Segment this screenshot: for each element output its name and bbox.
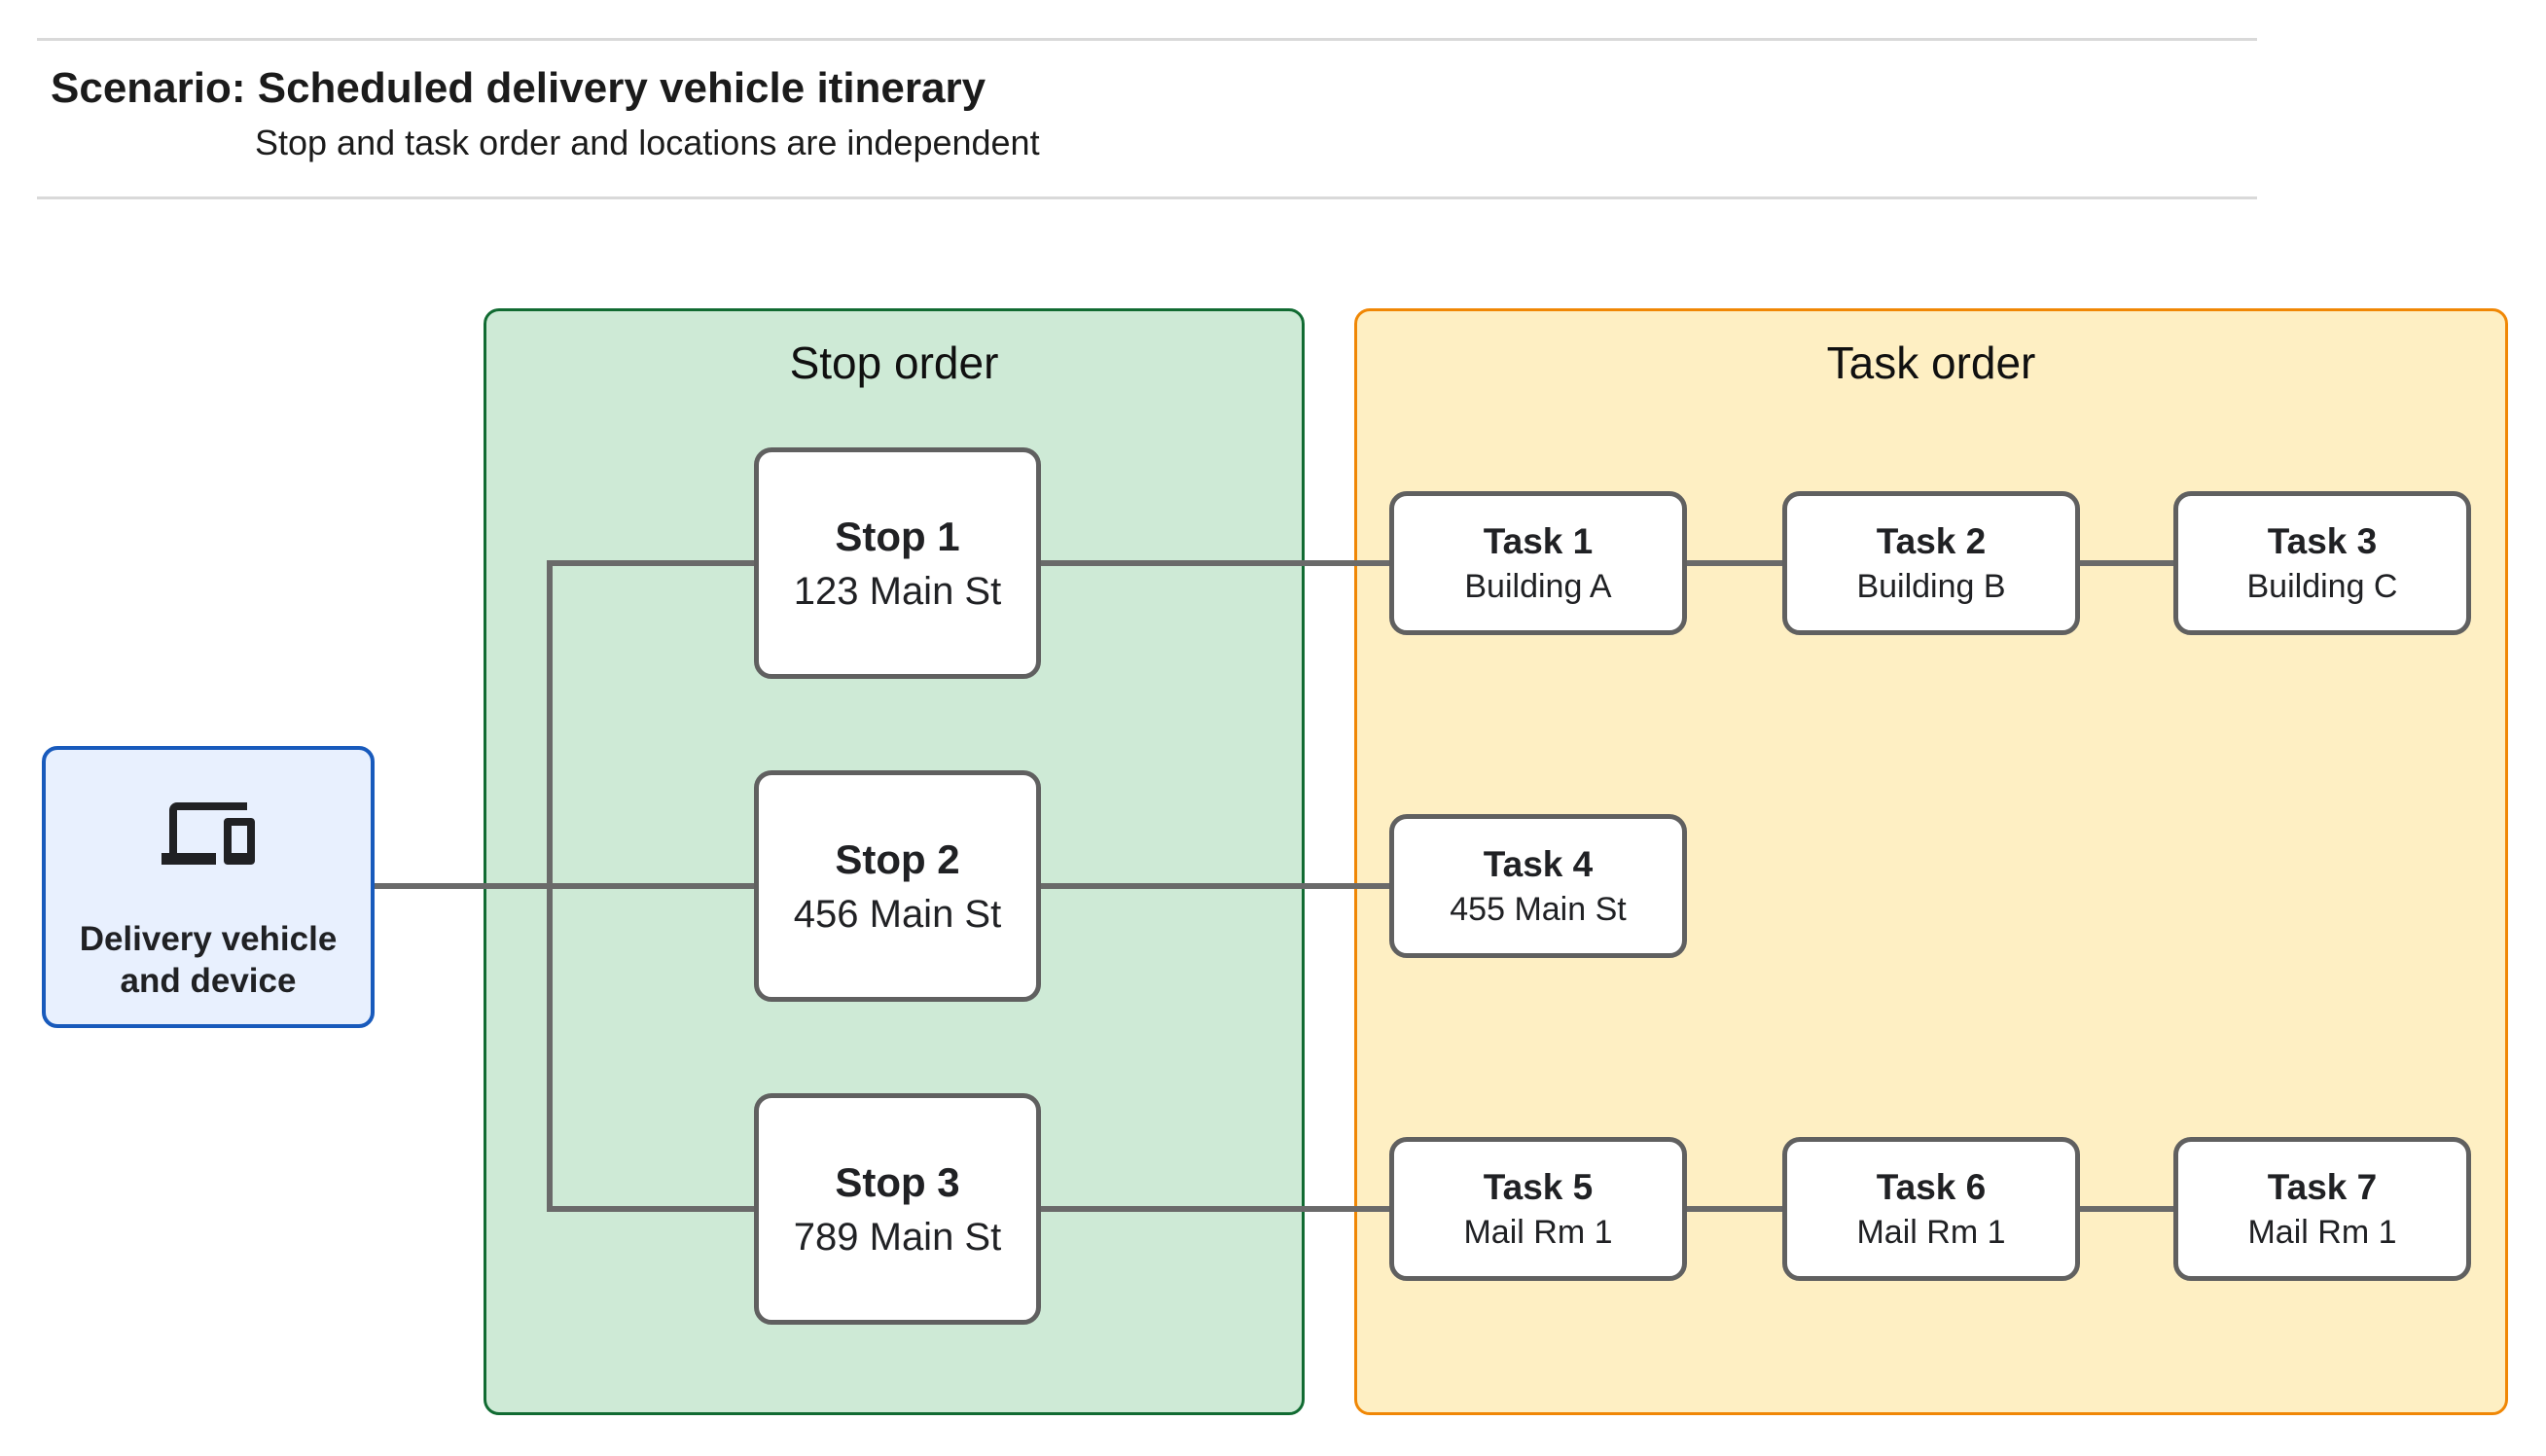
stop-2-location: 456 Main St: [793, 892, 1002, 936]
stop-3-name: Stop 3: [835, 1158, 960, 1205]
task-6-location: Mail Rm 1: [1856, 1213, 2006, 1251]
delivery-vehicle-node: Delivery vehicle and device: [42, 746, 375, 1028]
divider-top: [37, 38, 2257, 41]
connector-stop3-to-task5: [1037, 1206, 1391, 1212]
stop-2-name: Stop 2: [835, 835, 960, 882]
task-6-name: Task 6: [1876, 1166, 1987, 1207]
scenario-title: Scenario: Scheduled delivery vehicle iti…: [51, 64, 986, 112]
stop-3-location: 789 Main St: [793, 1215, 1002, 1259]
task-7-node: Task 7 Mail Rm 1: [2173, 1137, 2471, 1281]
task-5-location: Mail Rm 1: [1463, 1213, 1613, 1251]
connector-task6-to-task7: [2078, 1206, 2175, 1212]
connector-task5-to-task6: [1685, 1206, 1784, 1212]
stop-1-name: Stop 1: [835, 513, 960, 559]
stop-3-node: Stop 3 789 Main St: [754, 1093, 1041, 1325]
task-2-node: Task 2 Building B: [1782, 491, 2080, 635]
connector-task1-to-task2: [1685, 560, 1784, 566]
connector-stop2-to-task4: [1037, 883, 1391, 889]
task-4-name: Task 4: [1483, 843, 1594, 884]
task-7-name: Task 7: [2267, 1166, 2378, 1207]
task-5-node: Task 5 Mail Rm 1: [1389, 1137, 1687, 1281]
task-1-name: Task 1: [1483, 520, 1594, 561]
stop-1-location: 123 Main St: [793, 569, 1002, 613]
delivery-vehicle-label: Delivery vehicle and device: [79, 919, 338, 1001]
connector-vehicle-to-stops: [375, 883, 756, 889]
connector-trunk-to-stop3: [547, 1206, 756, 1212]
task-order-title: Task order: [1826, 337, 2036, 388]
task-4-node: Task 4 455 Main St: [1389, 814, 1687, 958]
task-1-location: Building A: [1464, 567, 1612, 605]
stop-order-title: Stop order: [789, 337, 999, 388]
connector-task2-to-task3: [2078, 560, 2175, 566]
connector-stop1-to-task1: [1037, 560, 1391, 566]
task-3-location: Building C: [2246, 567, 2398, 605]
task-2-location: Building B: [1856, 567, 2006, 605]
task-1-node: Task 1 Building A: [1389, 491, 1687, 635]
connector-stop-trunk: [547, 560, 553, 1212]
divider-bottom: [37, 196, 2257, 199]
task-5-name: Task 5: [1483, 1166, 1594, 1207]
stop-1-node: Stop 1 123 Main St: [754, 447, 1041, 679]
stop-2-node: Stop 2 456 Main St: [754, 770, 1041, 1002]
connector-trunk-to-stop1: [547, 560, 756, 566]
task-4-location: 455 Main St: [1450, 890, 1627, 928]
task-3-node: Task 3 Building C: [2173, 491, 2471, 635]
scenario-subtitle: Stop and task order and locations are in…: [255, 123, 1040, 162]
task-3-name: Task 3: [2267, 520, 2378, 561]
task-6-node: Task 6 Mail Rm 1: [1782, 1137, 2080, 1281]
devices-icon: [161, 802, 255, 865]
task-2-name: Task 2: [1876, 520, 1987, 561]
task-7-location: Mail Rm 1: [2247, 1213, 2397, 1251]
